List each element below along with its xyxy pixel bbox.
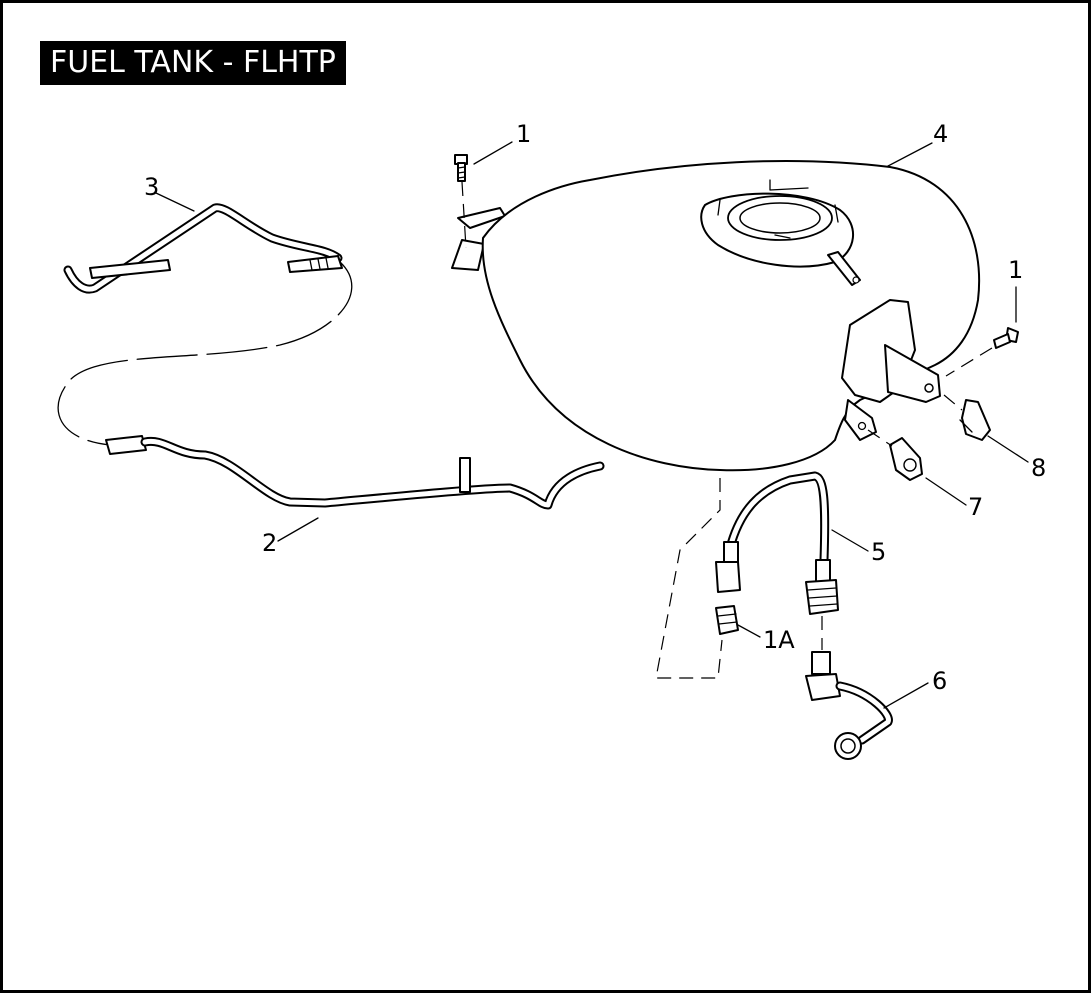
callout-1a: 1A <box>763 626 795 654</box>
callout-6: 6 <box>932 667 947 695</box>
fuel-line-part <box>715 471 839 650</box>
screw-part-top <box>454 154 468 249</box>
callout-1-top: 1 <box>516 120 531 148</box>
rubber-mount-part <box>943 394 991 441</box>
crossover-hose-part <box>57 203 353 446</box>
callout-3: 3 <box>144 173 159 201</box>
leader-lines <box>155 141 1029 709</box>
callout-4: 4 <box>933 120 948 148</box>
bushing-part <box>867 429 923 481</box>
vent-line-part <box>105 435 605 510</box>
callout-1-right: 1 <box>1008 256 1023 284</box>
screw-part-right <box>945 327 1019 377</box>
nut-part <box>655 478 739 679</box>
fuel-tank-part <box>451 160 981 472</box>
callout-5: 5 <box>871 538 886 566</box>
callout-2: 2 <box>262 529 277 557</box>
diagram-title: FUEL TANK - FLHTP <box>40 41 346 85</box>
callout-8: 8 <box>1031 454 1046 482</box>
callout-7: 7 <box>968 493 983 521</box>
fuel-connector-part <box>805 651 893 760</box>
